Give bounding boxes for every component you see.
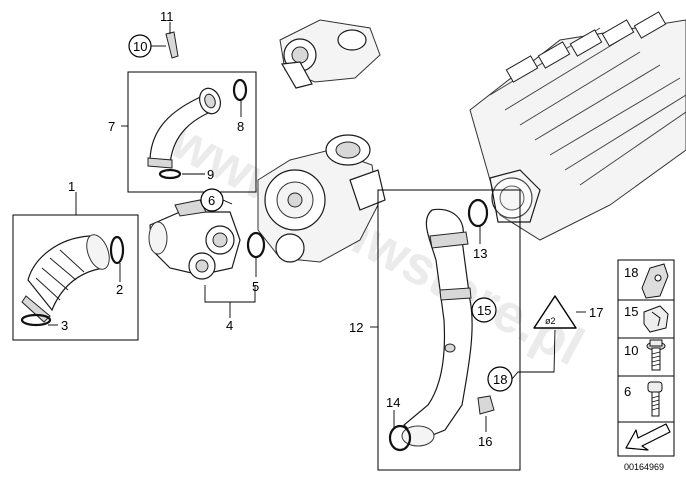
image-code: 00164969 — [624, 462, 664, 472]
callout-14: 14 — [386, 395, 400, 410]
spring-clip-icon — [643, 305, 669, 333]
hex-flange-screw-icon — [646, 339, 666, 371]
callout-16: 16 — [478, 434, 492, 449]
group-frame-7 — [127, 71, 257, 193]
charge-pipe-upper — [147, 87, 221, 169]
callout-numbers: 1 2 3 4 5 6 7 8 9 10 11 12 13 14 15 16 1… — [61, 9, 603, 449]
clip-bracket-icon — [641, 263, 669, 299]
group-frame-1 — [12, 214, 139, 341]
callout-5: 5 — [252, 279, 259, 294]
leader-lines — [48, 100, 487, 432]
callout-8: 8 — [237, 119, 244, 134]
legend-cell-15 — [617, 299, 675, 339]
callout-12: 12 — [349, 320, 363, 335]
o-ring-8 — [232, 78, 248, 102]
callout-1: 1 — [68, 179, 75, 194]
callout-13: 13 — [473, 246, 487, 261]
warning-label-text: ø2 — [545, 316, 556, 326]
o-ring-2 — [109, 235, 125, 265]
legend-cell-6 — [617, 375, 675, 423]
callout-18: 18 — [493, 372, 507, 387]
o-ring-5 — [246, 231, 266, 259]
intake-boot-1 — [21, 234, 110, 323]
socket-head-screw-icon — [647, 381, 663, 417]
legend-label-15: 15 — [624, 304, 638, 319]
warning-label-17: ø2 — [533, 295, 577, 329]
intake-manifold — [469, 11, 686, 241]
charge-air-adapter-4 — [148, 199, 241, 280]
legend-panel: 18 15 10 6 — [617, 259, 675, 472]
callout-17: 17 — [589, 305, 603, 320]
legend-label-18: 18 — [624, 265, 638, 280]
callout-9: 9 — [207, 167, 214, 182]
o-ring-9 — [158, 168, 182, 180]
lower-turbocharger — [257, 134, 386, 263]
callout-4: 4 — [226, 318, 233, 333]
callout-11: 11 — [160, 9, 174, 24]
callout-2: 2 — [116, 282, 123, 297]
callout-10: 10 — [133, 39, 147, 54]
group-frame-12 — [377, 189, 521, 471]
sensor-16 — [477, 395, 495, 415]
callout-circle-15 — [471, 297, 497, 323]
bolt-11 — [165, 31, 179, 59]
o-ring-14 — [388, 424, 412, 452]
o-ring-3 — [20, 313, 52, 327]
direction-arrow-icon — [625, 423, 671, 451]
callout-6: 6 — [208, 193, 215, 208]
o-ring-13 — [467, 198, 489, 228]
legend-label-10: 10 — [624, 343, 638, 358]
callout-7: 7 — [108, 119, 115, 134]
callout-3: 3 — [61, 318, 68, 333]
callout-15: 15 — [477, 303, 491, 318]
legend-label-6: 6 — [624, 384, 631, 399]
upper-turbocharger — [279, 19, 381, 89]
